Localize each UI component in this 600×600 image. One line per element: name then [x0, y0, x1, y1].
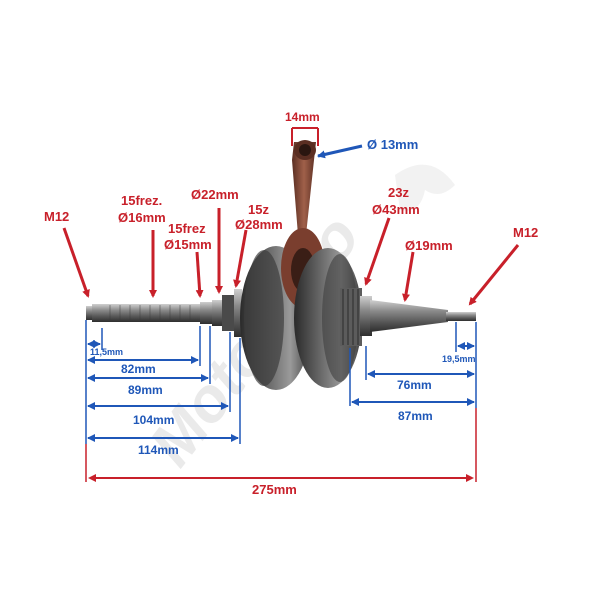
label-m12-left: M12	[44, 209, 69, 224]
taper-19	[370, 300, 448, 332]
label-gear15z-a: 15z	[248, 202, 269, 217]
label-m12-right: M12	[513, 225, 538, 240]
dim-104: 104mm	[133, 413, 174, 427]
dim-87: 87mm	[398, 409, 433, 423]
connecting-rod	[292, 142, 316, 235]
dimension-lines	[87, 340, 475, 442]
annotation-arrows	[62, 208, 520, 306]
dim-114: 114mm	[138, 443, 179, 457]
label-dia22: Ø22mm	[191, 187, 239, 202]
label-pin-dia: Ø 13mm	[367, 137, 418, 152]
crankshaft-part	[86, 140, 476, 390]
dim-82: 82mm	[121, 362, 156, 376]
pin-arrow	[317, 144, 363, 159]
spline-16	[92, 304, 202, 322]
gear-15z	[222, 295, 236, 331]
label-spline15-a: 15frez	[168, 221, 206, 236]
label-spline16-b: Ø16mm	[118, 210, 166, 225]
label-gear23z-b: Ø43mm	[372, 202, 420, 217]
label-gear15z-b: Ø28mm	[235, 217, 283, 232]
label-rod-width: 14mm	[285, 110, 320, 124]
rod-width-dimension	[291, 127, 319, 146]
label-dia19: Ø19mm	[405, 238, 453, 253]
dim-89: 89mm	[128, 383, 163, 397]
overall-length-dimension: 275mm	[85, 408, 477, 497]
label-gear23z-a: 23z	[388, 185, 409, 200]
spline-15	[200, 302, 214, 324]
label-spline15-b: Ø15mm	[164, 237, 212, 252]
gear-23z	[340, 288, 362, 346]
extension-lines	[85, 320, 477, 444]
dim-11-5: 11,5mm	[90, 347, 123, 357]
dimension-labels: 11,5mm 82mm 89mm 104mm 114mm 19,5mm 76mm…	[90, 347, 476, 457]
thread-end-right	[446, 312, 476, 321]
label-spline16-a: 15frez.	[121, 193, 162, 208]
dim-275: 275mm	[252, 482, 297, 497]
dim-19-5: 19,5mm	[442, 354, 476, 364]
dim-76: 76mm	[397, 378, 432, 392]
journal-22	[212, 300, 224, 326]
part-labels: M12 15frez. Ø16mm 15frez Ø15mm Ø22mm 15z…	[44, 110, 538, 253]
